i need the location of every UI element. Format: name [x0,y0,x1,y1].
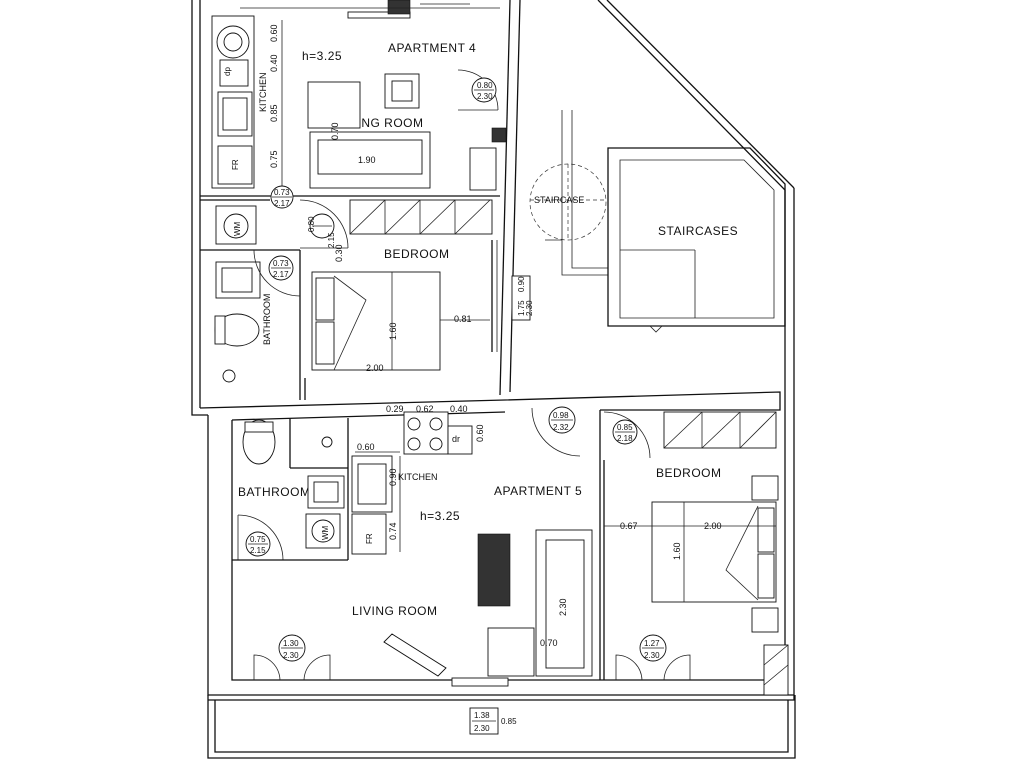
dim-160-bed4: 1.60 [388,322,398,340]
bedroom-4-label: BEDROOM [384,247,450,261]
door-k-right: 0.85 [501,717,517,726]
wardrobe-4 [349,199,493,235]
height-label-4: h=3.25 [302,49,342,63]
bedroom-5-label: BEDROOM [656,466,722,480]
dim-060-k5: 0.60 [357,442,375,452]
dim-030: 0.30 [334,244,344,262]
dim-085: 0.85 [269,104,279,122]
dim-029: 0.29 [386,404,404,414]
door-f-bottom: 2.32 [553,423,569,432]
dim-070-5: 0.70 [540,638,558,648]
fridge [217,145,253,185]
door-j-top: 1.27 [644,639,660,648]
apartment-5: BATHROOM WM 0.75 2.15 dr 0.29 0.62 0.40 … [232,404,789,735]
kitchen-4-label: KITCHEN [258,72,268,112]
door-g-bottom: 2.18 [617,434,633,443]
armchair [307,81,361,129]
living-rug [477,533,511,607]
dim-230: 2.30 [558,598,568,616]
armchair-5 [487,627,535,677]
door-e-bottom: 2.30 [525,300,534,316]
door-h-top: 0.75 [250,535,266,544]
dim-190: 1.90 [358,155,376,165]
dim-060-k5b: 0.60 [475,424,485,442]
door-a-top: 0.80 [477,81,493,90]
door-b-bottom: 2.17 [274,199,290,208]
bathroom-5-label: BATHROOM [238,485,310,499]
staircase-area: STAIRCASE STAIRCASES [529,110,786,333]
wm-label-5: WM [321,525,330,540]
door-d-bottom: 2.17 [273,270,289,279]
door-i-bottom: 2.30 [283,651,299,660]
door-j-bottom: 2.30 [644,651,660,660]
door-h-bottom: 2.15 [250,546,266,555]
door-f-top: 0.98 [553,411,569,420]
fr-label-5: FR [365,533,374,544]
door-i-top: 1.30 [283,639,299,648]
dim-200-bed5: 2.00 [704,521,722,531]
door-c-bottom: 2.15 [327,232,336,248]
bathroom-4-label: BATHROOM [262,294,272,345]
dim-074: 0.74 [388,522,398,540]
living-room-5-label: LIVING ROOM [352,604,438,618]
wm-label-4: WM [233,221,242,236]
fridge-5 [351,513,387,555]
kitchen-5-label: KITCHEN [398,472,438,482]
dim-081: 0.81 [454,314,472,324]
height-label-5: h=3.25 [420,509,460,523]
apartment-4-title: APARTMENT 4 [388,41,476,55]
door-d-top: 0.73 [273,259,289,268]
dim-062: 0.62 [416,404,434,414]
dim-075: 0.75 [269,150,279,168]
staircase-label: STAIRCASE [534,195,584,205]
door-b-top: 0.73 [274,188,290,197]
apartment-4: dp FR KITCHEN 0.60 0.40 0.85 0.75 h=3.25… [200,0,534,400]
door-k-bottom: 2.30 [474,724,490,733]
dim-060: 0.60 [269,24,279,42]
dim-200-bed4: 2.00 [366,363,384,373]
door-c-top: 0.80 [307,216,316,232]
dim-040: 0.40 [269,54,279,72]
door-e-top: 0.90 [517,276,526,292]
dishwasher-label: dp [223,67,232,76]
door-a-bottom: 2.30 [477,92,493,101]
living-window [451,677,509,687]
lounge-chair [383,633,447,677]
dim-070: 0.70 [330,122,340,140]
wardrobe-5 [663,411,777,449]
dim-160-bed5: 1.60 [672,542,682,560]
dim-090: 0.90 [388,468,398,486]
fridge-label: FR [231,159,240,170]
apartment-5-title: APARTMENT 5 [494,484,582,498]
dr-label: dr [452,434,460,444]
staircases-label: STAIRCASES [658,224,738,238]
door-k-top: 1.38 [474,711,490,720]
bed-5 [651,501,777,603]
door-g-top: 0.85 [617,423,633,432]
dim-040-k5: 0.40 [450,404,468,414]
dim-067: 0.67 [620,521,638,531]
door-e-left: 1.75 [517,300,526,316]
